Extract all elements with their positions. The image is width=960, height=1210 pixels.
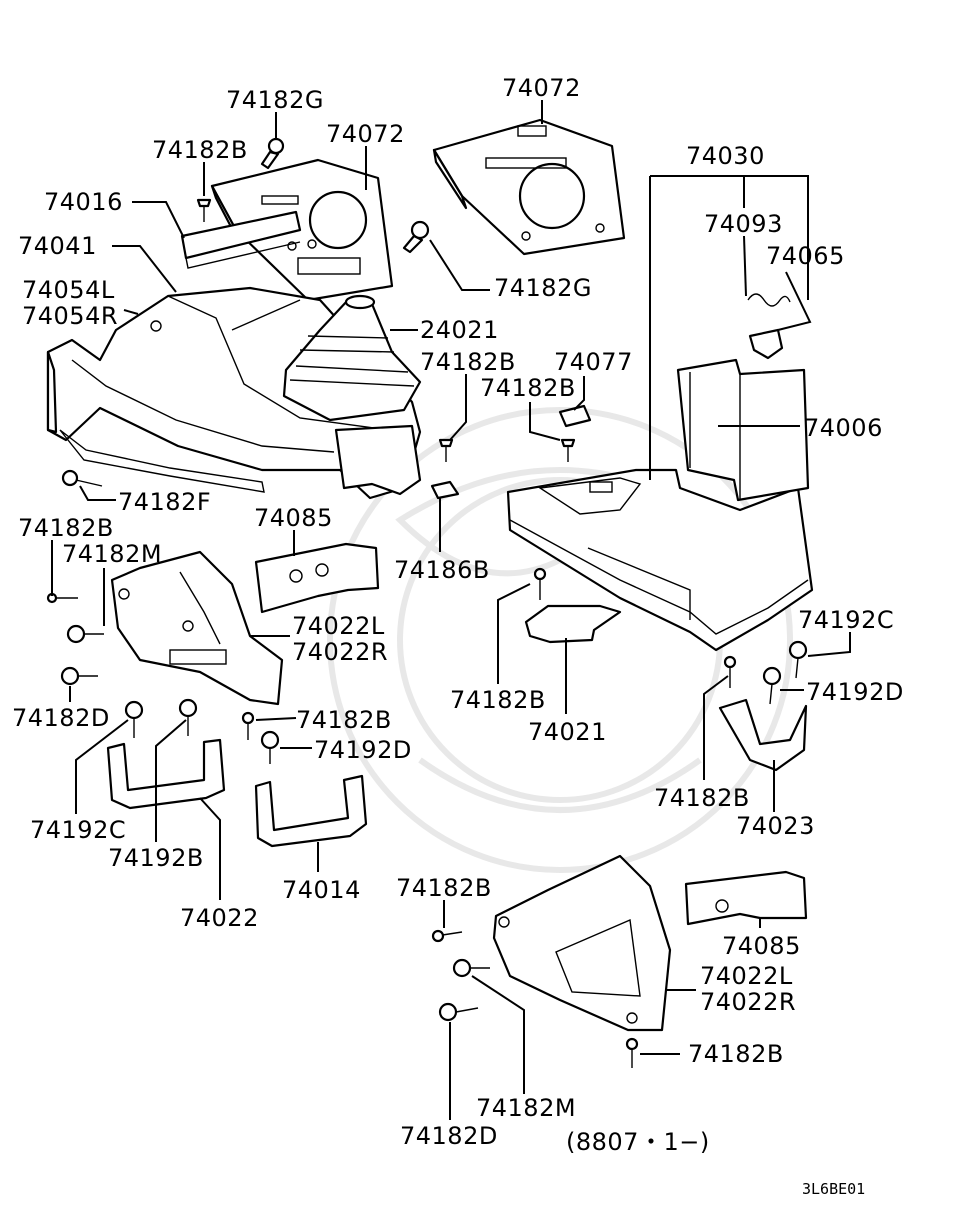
part-74093-spring xyxy=(747,293,791,307)
part-24021-shift-boot xyxy=(282,294,422,422)
callout-74041: 74041 xyxy=(18,232,97,260)
callout-74016: 74016 xyxy=(44,188,123,216)
callout-74023: 74023 xyxy=(736,812,815,840)
part-74022-u-brace xyxy=(106,738,226,810)
callout-74022: 74022 xyxy=(180,904,259,932)
callout-74006: 74006 xyxy=(804,414,883,442)
part-74022LR-bracket-left xyxy=(110,550,284,706)
part-74065-latch xyxy=(748,328,784,360)
part-74030-rear-console xyxy=(506,468,814,652)
part-74192B-bolt xyxy=(178,698,198,736)
callout-74182B-left: 74182B xyxy=(18,514,114,542)
part-74182M-bolt-lower xyxy=(452,958,490,978)
callout-74182M-upper: 74182M xyxy=(62,540,162,568)
part-74192C-bolt-right xyxy=(788,640,808,679)
part-74186B-clip xyxy=(430,480,460,500)
callout-74014: 74014 xyxy=(282,876,361,904)
part-74085-bracket-upper xyxy=(254,542,380,614)
callout-74065: 74065 xyxy=(766,242,845,270)
figure-code: 3L6BE01 xyxy=(802,1180,865,1198)
callout-74182G-right: 74182G xyxy=(494,274,592,302)
callout-74182B-top: 74182B xyxy=(152,136,248,164)
callout-74192D-center: 74192D xyxy=(314,736,412,764)
callout-74022R-upper: 74022R xyxy=(292,638,388,666)
part-74182D-bolt-upper xyxy=(60,666,98,686)
part-74022LR-bracket-lower xyxy=(492,854,672,1032)
callout-74182G-top: 74182G xyxy=(226,86,324,114)
callout-74072-right: 74072 xyxy=(502,74,581,102)
callout-74182B-center: 74182B xyxy=(296,706,392,734)
callout-74182D-lower: 74182D xyxy=(400,1122,498,1150)
callout-74030: 74030 xyxy=(686,142,765,170)
callout-74192D-right: 74192D xyxy=(806,678,904,706)
callout-24021: 24021 xyxy=(420,316,499,344)
callout-labels: 74182G 74072 74182B 74072 74016 74030 74… xyxy=(12,74,904,1198)
callout-74021: 74021 xyxy=(528,718,607,746)
callout-74182B-mid-left: 74182B xyxy=(420,348,516,376)
callout-74093: 74093 xyxy=(704,210,783,238)
part-74192D-bolt-left xyxy=(260,730,280,764)
part-74072-bezel-right xyxy=(432,118,626,256)
callout-74186B: 74186B xyxy=(394,556,490,584)
callout-74022L-upper: 74022L xyxy=(292,612,385,640)
part-74192C-bolt-left xyxy=(124,700,144,738)
part-74182D-bolt-lower xyxy=(438,1002,479,1022)
callout-74182B-mid: 74182B xyxy=(480,374,576,402)
part-74182M-bolt-upper xyxy=(66,624,104,644)
part-74182G-screw-right xyxy=(402,220,430,254)
callout-74054L: 74054L xyxy=(22,276,115,304)
part-74182B-screw-a xyxy=(196,198,212,222)
callout-74192B: 74192B xyxy=(108,844,204,872)
callout-74182B-lower-left: 74182B xyxy=(396,874,492,902)
leader-lines xyxy=(51,100,851,1120)
part-74182G-screw-top xyxy=(260,137,285,170)
part-74182B-screw-b xyxy=(438,438,454,462)
part-74016-bracket xyxy=(180,210,302,269)
callout-74022L-lower: 74022L xyxy=(700,962,793,990)
callout-74085-lower: 74085 xyxy=(722,932,801,960)
callout-74182B-rear: 74182B xyxy=(450,686,546,714)
callout-74072-left: 74072 xyxy=(326,120,405,148)
callout-74182M-lower: 74182M xyxy=(476,1094,576,1122)
part-74006-armrest-lid xyxy=(676,358,810,502)
callout-74054R: 74054R xyxy=(22,302,118,330)
callout-74192C-right: 74192C xyxy=(798,606,894,634)
callout-74077: 74077 xyxy=(554,348,633,376)
part-74192D-bolt-right xyxy=(762,666,782,705)
date-code: (8807・1−) xyxy=(566,1128,710,1156)
callout-74085-upper: 74085 xyxy=(254,504,333,532)
part-small-screws xyxy=(46,567,737,1068)
callout-74182D-upper: 74182D xyxy=(12,704,110,732)
part-74182B-screw-c xyxy=(560,438,576,462)
part-74182F-screw xyxy=(61,469,103,487)
callout-74022R-lower: 74022R xyxy=(700,988,796,1016)
part-74021-bracket xyxy=(524,604,622,644)
part-74023-bracket xyxy=(718,698,808,772)
callout-74182B-right: 74182B xyxy=(654,784,750,812)
callout-74182B-lower-right: 74182B xyxy=(688,1040,784,1068)
part-74072-bezel-left xyxy=(210,158,394,302)
callout-74192C-left: 74192C xyxy=(30,816,126,844)
callout-74182F: 74182F xyxy=(118,488,211,516)
part-74014-u-brace xyxy=(254,774,368,848)
part-74085-bracket-lower xyxy=(684,870,808,926)
